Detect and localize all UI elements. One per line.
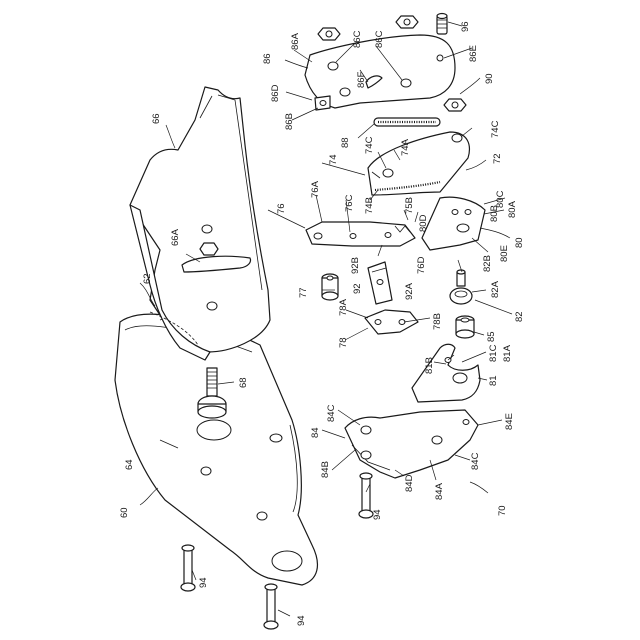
bolt-94-c [359, 473, 373, 518]
cam-81 [412, 344, 480, 402]
label-90: 90 [484, 73, 495, 84]
label-78A: 78A [338, 298, 349, 316]
label-74C-right: 74C [490, 120, 501, 138]
label-80C: 80C [495, 190, 506, 208]
label-88: 88 [340, 137, 351, 148]
label-84C-bottom: 84C [470, 452, 481, 470]
label-80: 80 [514, 237, 525, 248]
label-92A: 92A [404, 282, 415, 300]
label-60: 60 [119, 507, 130, 518]
label-86C-left: 86C [352, 30, 363, 48]
label-86: 86 [262, 53, 273, 64]
label-92: 92 [352, 283, 363, 294]
label-80E: 80E [499, 245, 510, 262]
label-80D: 80D [418, 214, 429, 232]
label-84E: 84E [504, 413, 515, 430]
plate-84 [345, 410, 478, 478]
label-74: 74 [328, 154, 339, 165]
label-74A: 74A [400, 138, 411, 156]
label-74C-left: 74C [364, 136, 375, 154]
label-84A: 84A [434, 482, 445, 500]
label-81A: 81A [502, 344, 513, 362]
label-96: 96 [460, 21, 471, 32]
base-plate-64 [115, 314, 317, 585]
label-78B: 78B [432, 313, 443, 330]
label-82A: 82A [490, 280, 501, 298]
label-94-b: 94 [296, 615, 307, 626]
bushing-85 [456, 316, 474, 338]
label-80A: 80A [507, 200, 518, 218]
bracket-92 [368, 262, 392, 304]
label-76C: 76C [344, 194, 355, 212]
label-70: 70 [497, 505, 508, 516]
sector-74 [368, 132, 469, 195]
label-82: 82 [514, 311, 525, 322]
label-72: 72 [492, 153, 503, 164]
nut-90 [444, 99, 466, 111]
label-94-c: 94 [372, 509, 383, 520]
label-81B: 81B [424, 357, 435, 374]
label-84B: 84B [320, 461, 331, 478]
plate-80 [422, 197, 485, 250]
nut-top-left [318, 28, 340, 40]
label-94-a: 94 [198, 577, 209, 588]
label-86C-right: 86C [374, 30, 385, 48]
link-76 [306, 222, 415, 246]
bolt-94-b [264, 584, 278, 629]
label-66: 66 [151, 113, 162, 124]
lever-78 [365, 310, 418, 334]
roller-82 [450, 270, 472, 304]
label-84C-top: 84C [326, 404, 337, 422]
label-76D: 76D [416, 256, 427, 274]
bushing-77 [322, 274, 338, 300]
label-78: 78 [338, 337, 349, 348]
label-81: 81 [488, 375, 499, 386]
label-77: 77 [298, 287, 309, 298]
label-64: 64 [124, 459, 135, 470]
label-86F: 86F [356, 71, 367, 88]
label-86D: 86D [270, 84, 281, 102]
label-86E: 86E [468, 45, 479, 62]
label-81C: 81C [488, 344, 499, 362]
label-85: 85 [486, 331, 497, 342]
label-92B: 92B [350, 257, 361, 274]
label-75B: 75B [404, 197, 415, 214]
nut-top-right [396, 16, 418, 28]
label-74B: 74B [364, 197, 375, 214]
label-84: 84 [310, 427, 321, 438]
label-86A: 86A [290, 32, 301, 50]
label-84D: 84D [404, 474, 415, 492]
label-82B: 82B [482, 255, 493, 272]
bolt-94-a [181, 545, 195, 591]
pin-96 [437, 14, 447, 35]
label-76: 76 [276, 203, 287, 214]
spring-88 [374, 118, 440, 126]
label-86B: 86B [284, 113, 295, 130]
label-76A: 76A [310, 180, 321, 198]
label-66A: 66A [170, 228, 181, 246]
label-62: 62 [142, 273, 153, 284]
label-68: 68 [238, 377, 249, 388]
